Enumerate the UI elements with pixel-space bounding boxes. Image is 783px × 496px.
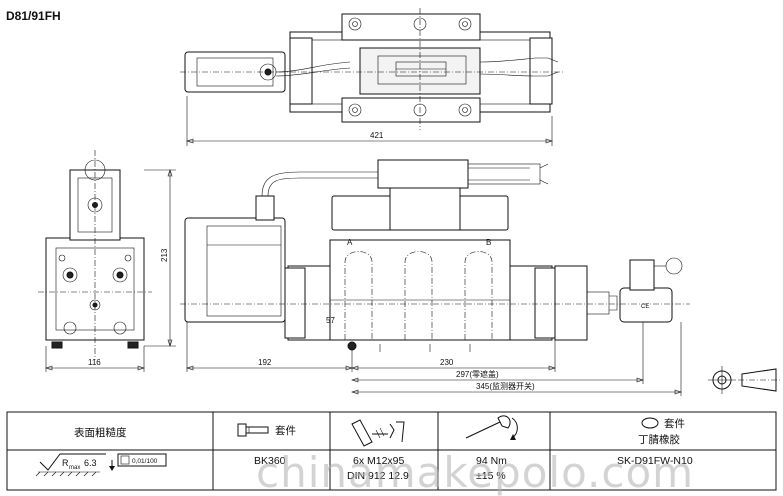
roughness-sub: max — [69, 465, 80, 471]
connector-ce-label: CE — [641, 304, 649, 310]
dim-345: 345(监测器开关) — [476, 381, 535, 391]
dim-421: 421 — [370, 131, 384, 140]
header-seal-kit-line1: 套件 — [664, 417, 685, 430]
watermark: chinamakepolo.com — [256, 448, 694, 496]
drawing-title: D81/91FH — [6, 9, 61, 23]
roughness-value: 6.3 — [84, 458, 97, 468]
value-bolts-line1: 6x M12x95 — [353, 455, 405, 467]
port-a-label: A — [347, 238, 353, 247]
dim-116: 116 — [88, 358, 101, 367]
front-view: CE A B 57 192 230 297(零遮盖) 345(监 — [180, 159, 690, 396]
value-torque-line2: ±15 % — [476, 470, 506, 482]
seal-ring-icon — [641, 417, 659, 429]
bolt-icon — [237, 423, 269, 437]
wrench-icon — [465, 415, 518, 440]
roughness-symbol: R max 6.3 0,01/100 — [35, 453, 167, 477]
header-roughness: 表面粗糙度 — [74, 426, 127, 439]
dim-192: 192 — [258, 358, 272, 367]
value-torque-line1: 94 Nm — [476, 455, 507, 467]
top-view: 421 — [180, 8, 565, 146]
spec-table: 表面粗糙度 套件 套件 丁腈橡胶 R max 6.3 — [6, 411, 777, 491]
value-seal-kit: SK-D91FW-N10 — [617, 455, 693, 467]
dim-213: 213 — [160, 248, 169, 262]
projection-symbol-icon — [708, 366, 780, 394]
value-bolts-line2: DIN 912 12.9 — [347, 470, 409, 482]
header-kit: 套件 — [275, 424, 296, 437]
side-view: 213 116 — [38, 150, 176, 372]
value-kit: BK360 — [254, 455, 286, 467]
cap-screw-icon — [351, 419, 405, 447]
port-b-label: B — [486, 238, 491, 247]
dim-230: 230 — [440, 358, 454, 367]
roughness-r: R — [62, 458, 69, 468]
header-seal-kit-line2: 丁腈橡胶 — [638, 433, 680, 446]
dim-297: 297(零遮盖) — [456, 369, 499, 379]
flatness-value: 0,01/100 — [132, 458, 158, 465]
dim-57: 57 — [326, 316, 335, 325]
